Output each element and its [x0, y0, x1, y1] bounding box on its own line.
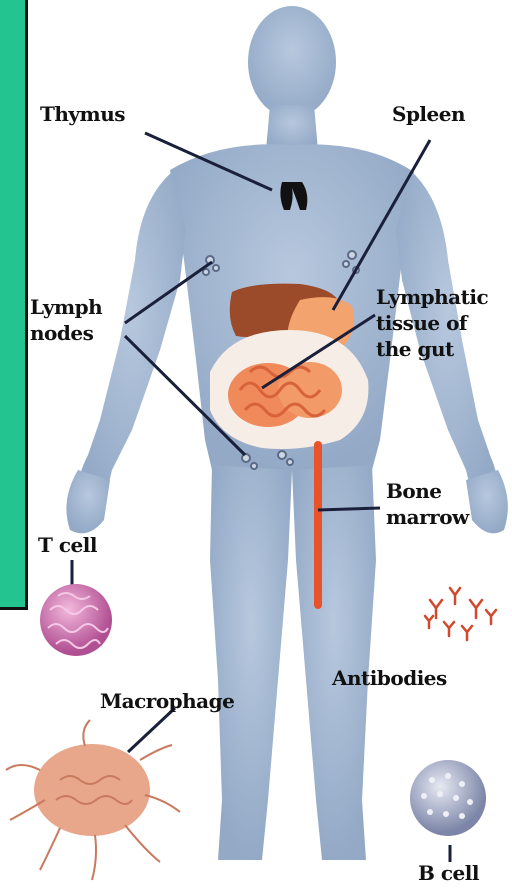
label-lymphatic-tissue-line1: Lymphatic — [376, 284, 488, 310]
label-lymphatic-tissue-line2: tissue of — [376, 310, 488, 336]
label-lymph-nodes: Lymph nodes — [30, 294, 102, 346]
label-bone-marrow-line1: Bone — [386, 478, 469, 504]
label-bone-marrow-line2: marrow — [386, 504, 469, 530]
t-cell-illustration — [40, 584, 112, 656]
label-macrophage: Macrophage — [100, 688, 234, 714]
label-b-cell: B cell — [418, 860, 479, 886]
label-lymphatic-tissue: Lymphatic tissue of the gut — [376, 284, 488, 362]
macrophage-illustration — [6, 720, 180, 880]
antibodies-illustration — [425, 588, 496, 640]
label-antibodies: Antibodies — [332, 665, 447, 691]
label-bone-marrow: Bone marrow — [386, 478, 469, 530]
label-lymph-nodes-line1: Lymph — [30, 294, 102, 320]
label-t-cell: T cell — [38, 532, 97, 558]
label-lymph-nodes-line2: nodes — [30, 320, 102, 346]
gut-illustration — [210, 330, 368, 449]
b-cell-illustration — [410, 760, 486, 836]
label-spleen: Spleen — [392, 101, 465, 127]
label-lymphatic-tissue-line3: the gut — [376, 336, 488, 362]
label-thymus: Thymus — [40, 101, 125, 127]
